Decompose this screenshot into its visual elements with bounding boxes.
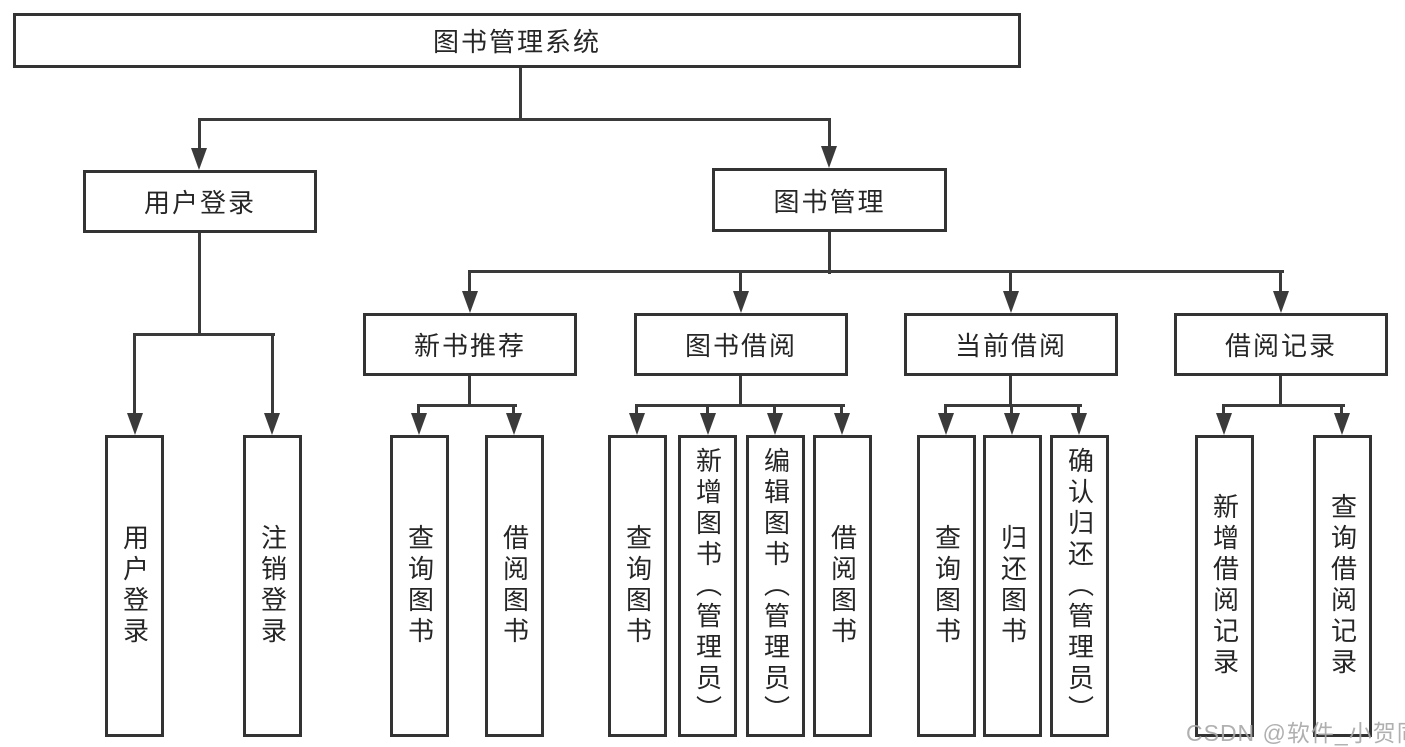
arrowhead-icon: [834, 413, 850, 435]
leaf-return-book: 归还图书: [983, 435, 1042, 737]
leaf-query-books-recommend: 查询图书: [390, 435, 449, 737]
connector-drop-level3: [468, 270, 471, 295]
leaf-borrow-books-recommend-label: 借阅图书: [499, 524, 530, 648]
connector-drop-leaf: [1340, 404, 1343, 417]
connector-user-login-stem: [198, 231, 201, 336]
leaf-query-books-borrow-label: 查询图书: [622, 524, 653, 648]
connector-drop-leaf: [1010, 404, 1013, 417]
arrowhead-icon: [191, 148, 207, 170]
arrowhead-icon: [700, 413, 716, 435]
leaf-user-login-label: 用户登录: [119, 524, 150, 648]
arrowhead-icon: [1216, 413, 1232, 435]
leaf-query-books-recommend-label: 查询图书: [404, 524, 435, 648]
arrowhead-icon: [506, 413, 522, 435]
arrowhead-icon: [767, 413, 783, 435]
connector-drop-leaf: [417, 404, 420, 417]
connector-level1-bar: [198, 118, 831, 121]
node-root: 图书管理系统: [13, 13, 1021, 68]
arrowhead-icon: [821, 146, 837, 168]
leaf-confirm-return-admin-label: 确认归还（管理员）: [1064, 446, 1095, 726]
leaf-query-books-current-label: 查询图书: [931, 524, 962, 648]
connector-drop-leaf: [1222, 404, 1225, 417]
leaf-query-books-current: 查询图书: [917, 435, 976, 737]
arrowhead-icon: [629, 413, 645, 435]
leaf-borrow-books-label: 借阅图书: [827, 524, 858, 648]
connector-drop-leaf: [944, 404, 947, 417]
node-book-borrow-label: 图书借阅: [684, 331, 797, 361]
connector-book-management-stem: [828, 230, 831, 274]
node-book-management: 图书管理: [712, 168, 947, 232]
connector-drop-leaf: [635, 404, 638, 417]
csdn-watermark: CSDN @软件_小贺同学: [1186, 720, 1405, 746]
connector-drop-user-login: [198, 118, 201, 152]
connector-record-stem: [1279, 374, 1282, 407]
connector-borrow-stem: [739, 374, 742, 407]
leaf-borrow-books: 借阅图书: [813, 435, 872, 737]
connector-drop-leaf: [1077, 404, 1080, 417]
node-user-login-label: 用户登录: [143, 188, 256, 218]
arrowhead-icon: [1004, 413, 1020, 435]
arrowhead-icon: [462, 291, 478, 313]
arrowhead-icon: [1003, 291, 1019, 313]
connector-drop-leaf: [512, 404, 515, 417]
connector-drop-level3: [1009, 270, 1012, 295]
arrowhead-icon: [733, 291, 749, 313]
connector-drop-leaf: [706, 404, 709, 417]
leaf-logout-label: 注销登录: [257, 524, 288, 648]
leaf-add-borrow-record: 新增借阅记录: [1195, 435, 1254, 737]
connector-record-bar: [1222, 404, 1345, 407]
leaf-edit-book-admin: 编辑图书（管理员）: [746, 435, 805, 737]
connector-root-stem: [519, 66, 522, 120]
arrowhead-icon: [264, 413, 280, 435]
leaf-add-book-admin: 新增图书（管理员）: [678, 435, 737, 737]
connector-drop-leaf: [271, 333, 274, 417]
connector-drop-book-management: [828, 118, 831, 152]
node-borrow-record-label: 借阅记录: [1224, 331, 1337, 361]
leaf-logout: 注销登录: [243, 435, 302, 737]
leaf-query-borrow-record: 查询借阅记录: [1313, 435, 1372, 737]
node-root-label: 图书管理系统: [432, 27, 601, 57]
leaf-query-borrow-record-label: 查询借阅记录: [1327, 493, 1358, 679]
arrowhead-icon: [938, 413, 954, 435]
node-user-login: 用户登录: [83, 170, 317, 233]
node-new-book-recommend-label: 新书推荐: [413, 331, 526, 361]
leaf-return-book-label: 归还图书: [997, 524, 1028, 648]
leaf-add-borrow-record-label: 新增借阅记录: [1209, 493, 1240, 679]
node-current-borrow-label: 当前借阅: [954, 331, 1067, 361]
leaf-confirm-return-admin: 确认归还（管理员）: [1050, 435, 1109, 737]
leaf-query-books-borrow: 查询图书: [608, 435, 667, 737]
connector-user-login-bar: [133, 333, 275, 336]
node-book-borrow: 图书借阅: [634, 313, 848, 376]
connector-current-stem: [1009, 374, 1012, 407]
leaf-user-login: 用户登录: [105, 435, 164, 737]
connector-drop-leaf: [133, 333, 136, 417]
arrowhead-icon: [1273, 291, 1289, 313]
node-new-book-recommend: 新书推荐: [363, 313, 577, 376]
arrowhead-icon: [127, 413, 143, 435]
node-book-management-label: 图书管理: [773, 186, 886, 217]
connector-recommend-stem: [468, 374, 471, 407]
connector-level3-bar: [468, 270, 1284, 273]
connector-drop-level3: [1279, 270, 1282, 295]
connector-drop-level3: [739, 270, 742, 295]
leaf-borrow-books-recommend: 借阅图书: [485, 435, 544, 737]
node-current-borrow: 当前借阅: [904, 313, 1118, 376]
arrowhead-icon: [411, 413, 427, 435]
connector-drop-leaf: [840, 404, 843, 417]
leaf-edit-book-admin-label: 编辑图书（管理员）: [760, 446, 791, 726]
connector-borrow-bar: [635, 404, 845, 407]
connector-drop-leaf: [773, 404, 776, 417]
connector-recommend-bar: [417, 404, 517, 407]
node-borrow-record: 借阅记录: [1174, 313, 1388, 376]
arrowhead-icon: [1071, 413, 1087, 435]
connector-current-bar: [944, 404, 1082, 407]
leaf-add-book-admin-label: 新增图书（管理员）: [692, 446, 723, 726]
arrowhead-icon: [1334, 413, 1350, 435]
